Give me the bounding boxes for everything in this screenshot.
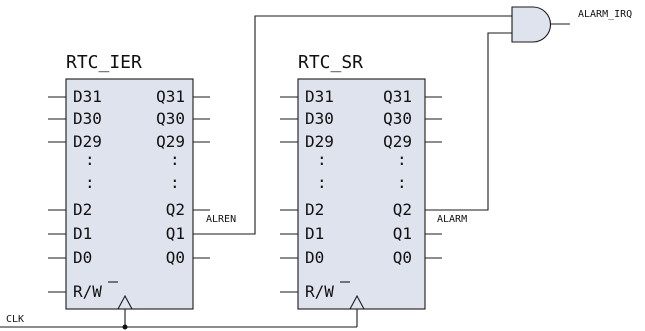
pin-label: Q2 bbox=[166, 200, 185, 219]
signal-label-clk: CLK bbox=[6, 314, 24, 325]
pin-label: D0 bbox=[73, 248, 92, 267]
and-gate: ALARM_IRQ bbox=[511, 6, 632, 43]
register-body bbox=[297, 78, 426, 310]
pin-label: Q30 bbox=[156, 109, 185, 128]
pin-label: D2 bbox=[73, 200, 92, 219]
pin-label: D31 bbox=[73, 87, 102, 106]
alarm-net: ALARM bbox=[425, 32, 512, 225]
pin-label: Q31 bbox=[383, 87, 412, 106]
pin-label-rw: R/W bbox=[73, 282, 102, 301]
pin-label: Q0 bbox=[393, 248, 412, 267]
register-title: RTC_IER bbox=[66, 52, 142, 73]
pin-label: Q30 bbox=[383, 109, 412, 128]
clock-triangle-icon bbox=[349, 294, 365, 310]
pin-ellipsis: : bbox=[170, 173, 180, 192]
pin-ellipsis: : bbox=[317, 150, 327, 169]
pin-label: D29 bbox=[73, 132, 102, 151]
pin-label: Q29 bbox=[156, 132, 185, 151]
pin-label: D0 bbox=[305, 248, 324, 267]
junction-dot bbox=[122, 324, 128, 330]
register-rtc-ier: RTC_IER D31 D30 D29 : : D2 D1 D0 R/W Q31… bbox=[48, 52, 210, 310]
pin-label: D2 bbox=[305, 200, 324, 219]
pin-label: Q0 bbox=[166, 248, 185, 267]
register-title: RTC_SR bbox=[298, 52, 363, 73]
pin-ellipsis: : bbox=[170, 150, 180, 169]
pin-label: D1 bbox=[73, 224, 92, 243]
pin-ellipsis: : bbox=[397, 173, 407, 192]
clock-triangle-icon bbox=[117, 294, 133, 310]
pin-ellipsis: : bbox=[317, 173, 327, 192]
signal-label-alarm: ALARM bbox=[437, 214, 467, 225]
clock-net: CLK bbox=[0, 309, 358, 330]
pin-label-rw: R/W bbox=[305, 282, 334, 301]
pin-ellipsis: : bbox=[397, 150, 407, 169]
pin-label: Q1 bbox=[166, 224, 185, 243]
pin-label: D1 bbox=[305, 224, 324, 243]
pin-ellipsis: : bbox=[85, 173, 95, 192]
pin-label: D29 bbox=[305, 132, 334, 151]
pin-label: Q31 bbox=[156, 87, 185, 106]
alarm-wire bbox=[425, 32, 512, 211]
pin-label: Q2 bbox=[393, 200, 412, 219]
alren-wire bbox=[193, 15, 512, 235]
signal-label-alren: ALREN bbox=[206, 214, 236, 225]
pin-label: D31 bbox=[305, 87, 334, 106]
pin-label: D30 bbox=[305, 109, 334, 128]
pin-ellipsis: : bbox=[85, 150, 95, 169]
and-gate-icon bbox=[511, 6, 552, 43]
alren-net: ALREN bbox=[193, 15, 512, 235]
register-body bbox=[65, 78, 194, 310]
signal-label-alarm-irq: ALARM_IRQ bbox=[578, 9, 632, 20]
pin-label: D30 bbox=[73, 109, 102, 128]
pin-label: Q29 bbox=[383, 132, 412, 151]
register-rtc-sr: RTC_SR D31 D30 D29 : : D2 D1 D0 R/W Q31 … bbox=[280, 52, 442, 310]
pin-label: Q1 bbox=[393, 224, 412, 243]
